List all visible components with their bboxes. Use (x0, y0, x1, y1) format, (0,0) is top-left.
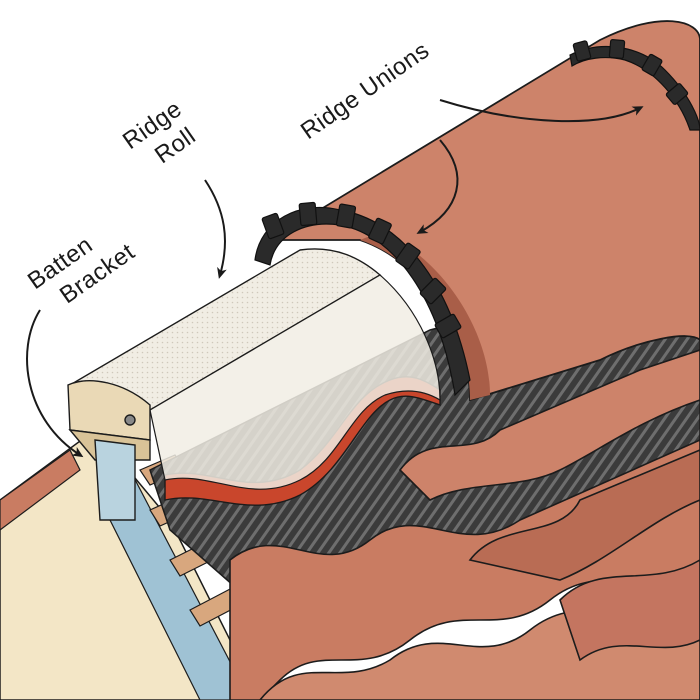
label-batten-bracket: Batten Bracket (23, 231, 140, 309)
ridge-tile-shade (360, 232, 490, 400)
ridge-union-front (254, 201, 471, 397)
svg-text:Ridge Unions: Ridge Unions (296, 37, 434, 145)
label-ridge-unions: Ridge Unions (296, 37, 434, 145)
right-slope-tiles (229, 349, 700, 700)
arrow-icon (439, 99, 644, 123)
arrow-icon (204, 179, 227, 279)
arrow-icon (416, 139, 459, 234)
left-slope-tiles (0, 449, 81, 531)
label-ridge-roll: Ridge Roll (118, 95, 201, 169)
ridge-union-rear (569, 38, 700, 131)
arrow-icon (26, 309, 84, 458)
batten-bracket (67, 380, 151, 521)
ridge-roll-side (149, 274, 441, 490)
